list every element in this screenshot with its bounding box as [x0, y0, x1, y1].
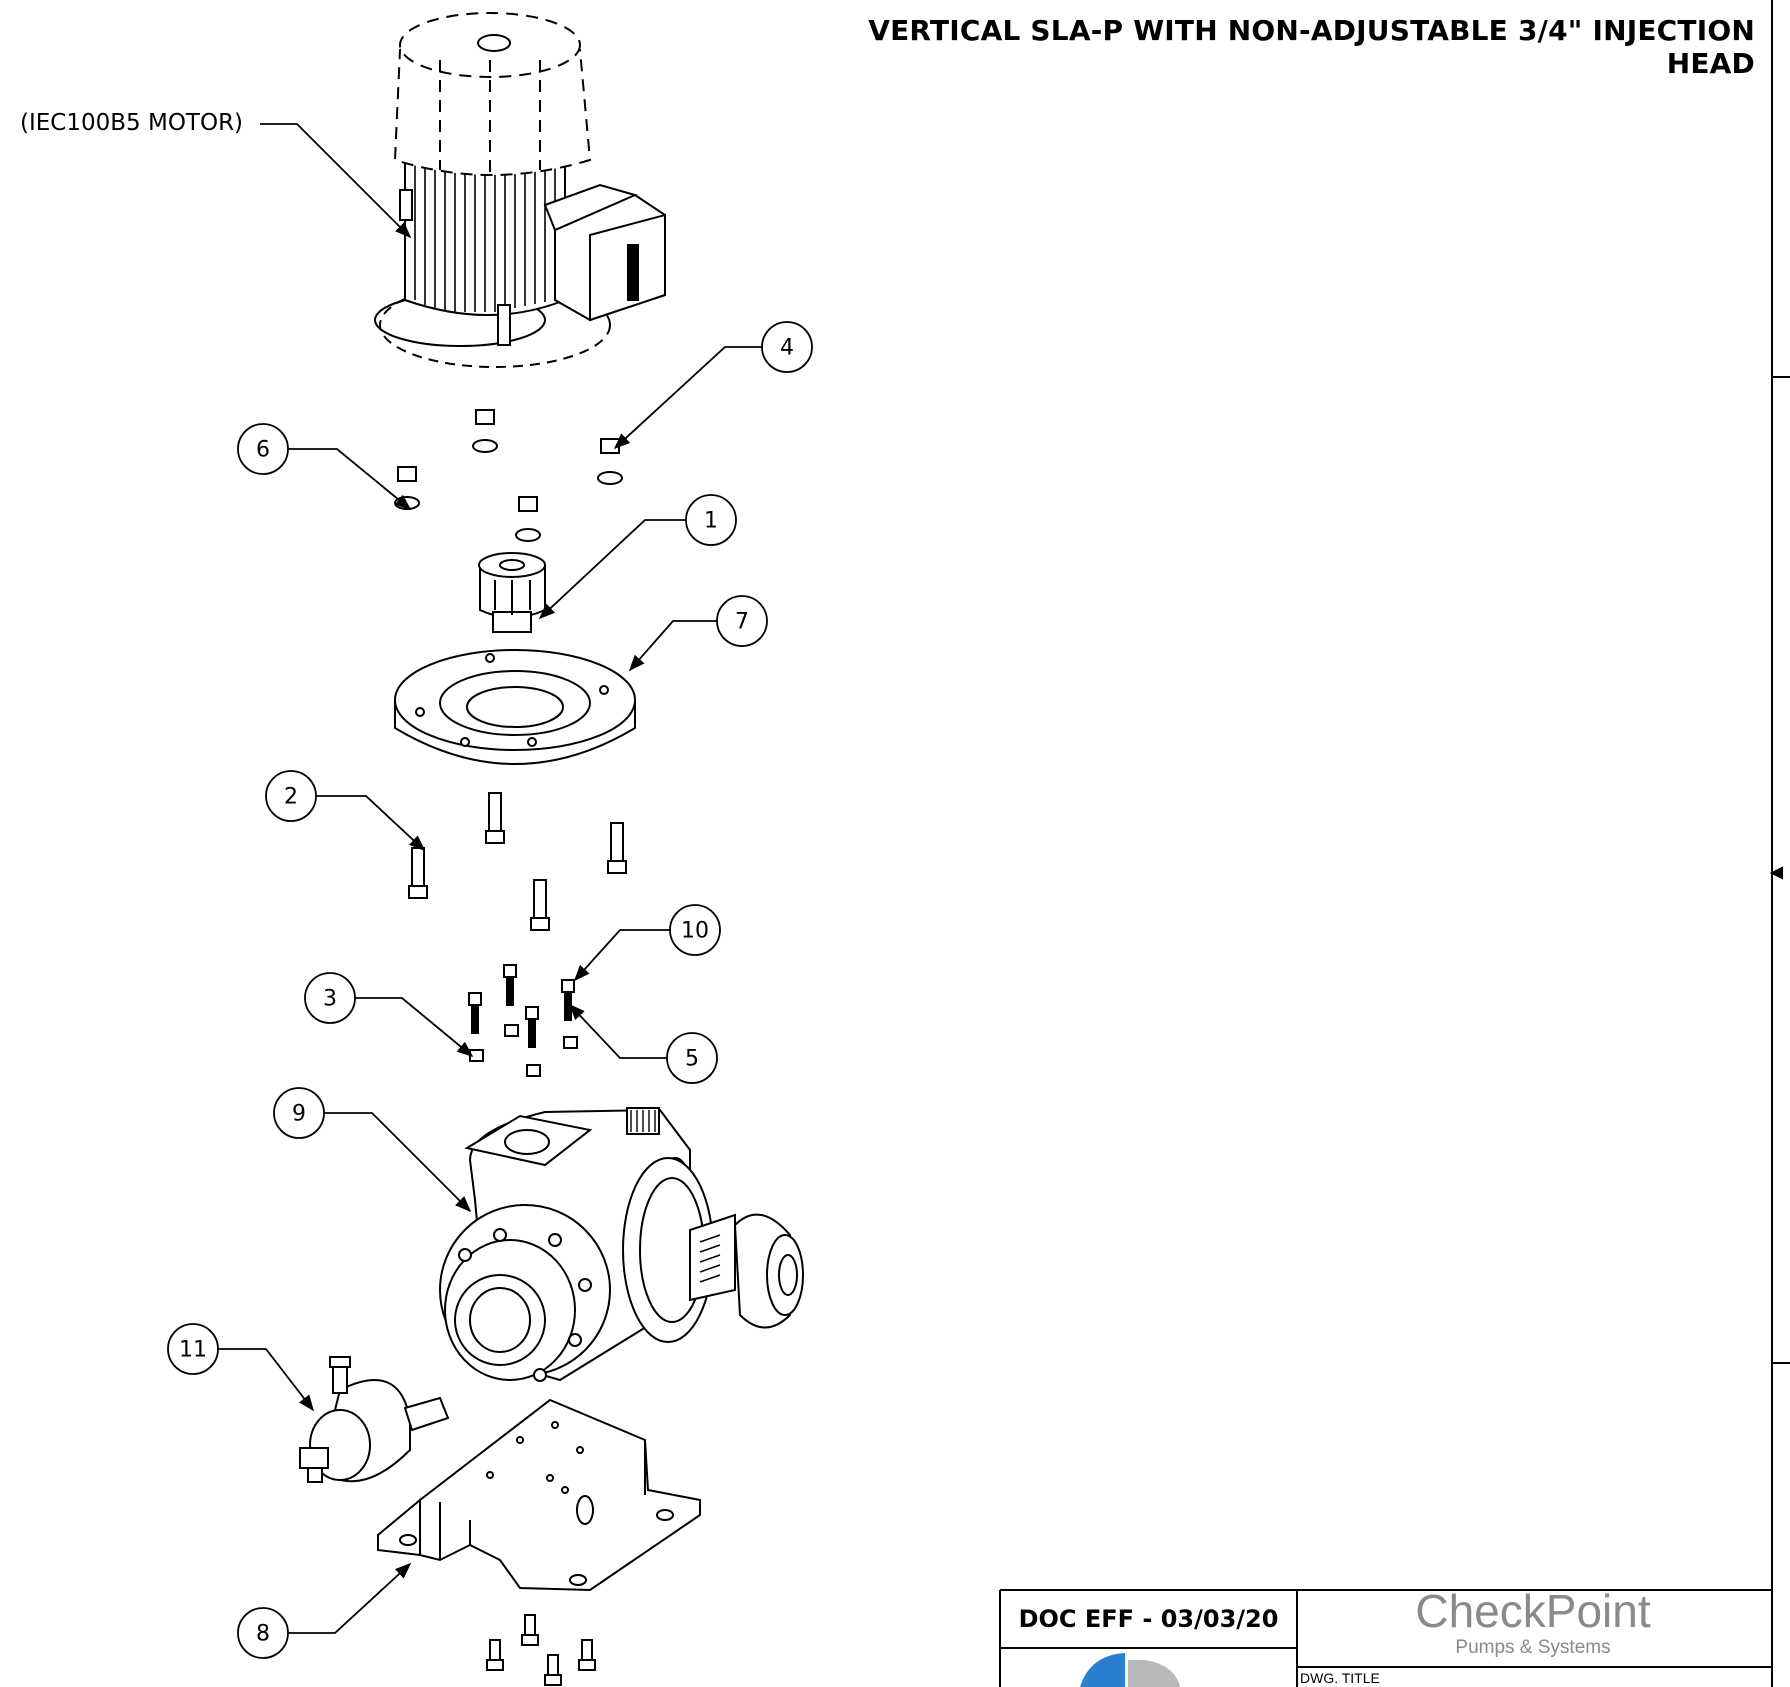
callout-balloon-1	[685, 494, 737, 546]
motor-drawing	[374, 12, 666, 368]
callout-number-7: 7	[735, 610, 749, 635]
bolts	[408, 792, 627, 931]
drawing-title: VERTICAL SLA-P WITH NON-ADJUSTABLE 3/4" …	[868, 14, 1755, 80]
callout-number-10: 10	[681, 919, 709, 944]
callout-balloon-7	[716, 595, 768, 647]
callout-number-2: 2	[284, 785, 298, 810]
callout-numbers: 4 6 1 7 2 10 3 5 9 11 8	[179, 336, 794, 1647]
leader-lines	[218, 123, 762, 1634]
coupling	[478, 552, 546, 633]
brand-tagline: Pumps & Systems	[1455, 1637, 1611, 1658]
callout-number-1: 1	[704, 509, 718, 534]
callout-number-4: 4	[780, 336, 794, 361]
callout-number-3: 3	[323, 987, 337, 1012]
callout-balloon-4	[761, 321, 813, 373]
callout-balloon-3	[304, 972, 356, 1024]
bracket-bolts	[486, 1614, 596, 1686]
callout-balloon-11	[167, 1323, 219, 1375]
callout-number-8: 8	[256, 1622, 270, 1647]
adapter-plate	[394, 649, 636, 765]
callout-balloon-10	[669, 904, 721, 956]
injection-head	[299, 1356, 450, 1483]
callout-balloon-2	[265, 770, 317, 822]
callout-balloon-6	[237, 423, 289, 475]
pump-body	[439, 1107, 804, 1382]
callout-number-9: 9	[292, 1102, 306, 1127]
callout-balloon-8	[237, 1607, 289, 1659]
drawing-border	[1769, 0, 1790, 1687]
brand-name: CheckPoint	[1415, 1585, 1651, 1637]
callout-number-6: 6	[256, 438, 270, 463]
motor-label: (IEC100B5 MOTOR)	[20, 110, 244, 136]
checkpoint-logo-icon	[1080, 1653, 1180, 1687]
callout-balloons	[167, 321, 813, 1659]
mounting-bracket	[377, 1398, 701, 1592]
small-screws	[468, 964, 578, 1077]
doc-effective-date: DOC EFF - 03/03/20	[1018, 1605, 1279, 1633]
callout-number-5: 5	[685, 1047, 699, 1072]
title-block	[999, 1589, 1772, 1687]
callout-balloon-9	[273, 1087, 325, 1139]
dwg-title-label: DWG. TITLE	[1300, 1670, 1380, 1686]
callout-number-11: 11	[179, 1338, 207, 1363]
nuts-washers	[394, 409, 623, 542]
callout-balloon-5	[666, 1032, 718, 1084]
